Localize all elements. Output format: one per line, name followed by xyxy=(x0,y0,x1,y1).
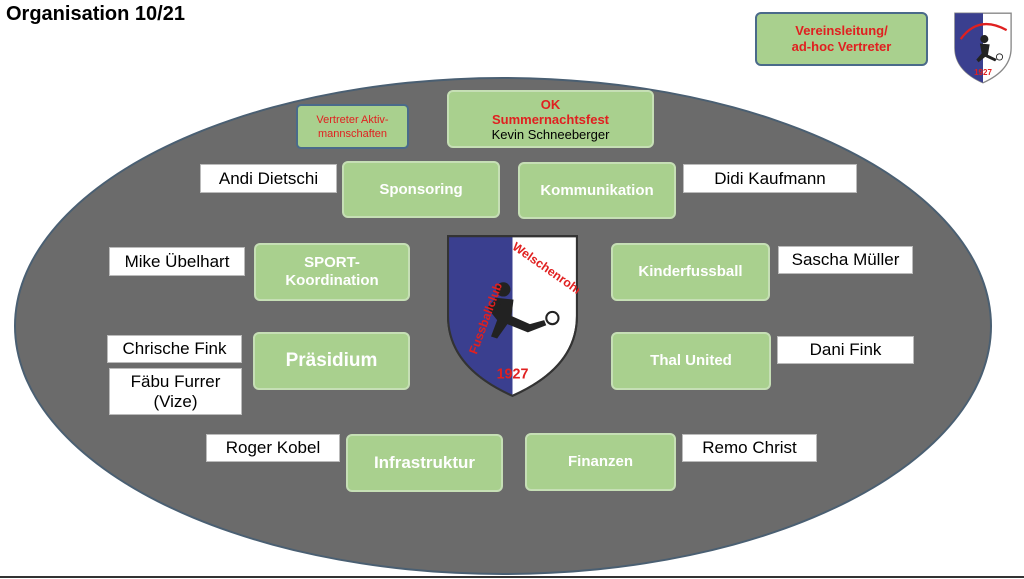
club-crest-small-icon: 1927 xyxy=(954,12,1012,84)
name-faebu-line2: (Vize) xyxy=(153,391,198,411)
name-faebu-line1: Fäbu Furrer xyxy=(130,371,221,391)
club-crest-icon: Fussballclub Welschenrohr 1927 xyxy=(447,235,579,397)
svg-text:1927: 1927 xyxy=(497,366,529,382)
name-chrische-fink: Chrische Fink xyxy=(107,335,242,363)
name-andi-text: Andi Dietschi xyxy=(218,168,319,188)
infrastruktur-box: Infrastruktur xyxy=(346,434,503,492)
ok-line3: Kevin Schneeberger xyxy=(491,126,610,142)
praesidium-box: Präsidium xyxy=(253,332,410,390)
sponsoring-label: Sponsoring xyxy=(379,180,463,198)
thal-united-label: Thal United xyxy=(650,352,732,369)
name-andi-dietschi: Andi Dietschi xyxy=(200,164,337,193)
legend-line2: ad-hoc Vertreter xyxy=(791,39,892,54)
name-faebu-furrer: Fäbu Furrer (Vize) xyxy=(109,368,242,415)
ok-summernachtsfest-box: OK Summernachtsfest Kevin Schneeberger xyxy=(447,90,654,148)
svg-text:1927: 1927 xyxy=(974,68,992,77)
ok-line2: Summernachtsfest xyxy=(491,111,610,127)
praesidium-label: Präsidium xyxy=(285,350,378,371)
name-roger-text: Roger Kobel xyxy=(225,438,321,457)
name-dani-fink: Dani Fink xyxy=(777,336,914,364)
kommunikation-box: Kommunikation xyxy=(518,162,676,219)
sport-koordination-box: SPORT- Koordination xyxy=(254,243,410,301)
name-mike-text: Mike Übelhart xyxy=(124,251,230,271)
name-sascha-text: Sascha Müller xyxy=(791,250,900,269)
sport-label-line1: SPORT- xyxy=(304,254,360,271)
legend-line1: Vereinsleitung/ xyxy=(795,23,888,38)
name-remo-christ: Remo Christ xyxy=(682,434,817,462)
bottom-divider xyxy=(0,576,1024,578)
infrastruktur-label: Infrastruktur xyxy=(373,453,476,472)
kommunikation-label: Kommunikation xyxy=(540,181,654,199)
legend-box: Vereinsleitung/ ad-hoc Vertreter xyxy=(755,12,928,66)
kinderfussball-label: Kinderfussball xyxy=(638,263,743,280)
vertreter-aktivmannschaften-box: Vertreter Aktiv- mannschaften xyxy=(296,104,409,149)
vertreter-line1: Vertreter Aktiv- xyxy=(316,113,389,126)
kinderfussball-box: Kinderfussball xyxy=(611,243,770,301)
sponsoring-box: Sponsoring xyxy=(342,161,500,218)
vertreter-line2: mannschaften xyxy=(317,127,388,140)
thal-united-box: Thal United xyxy=(611,332,771,390)
name-sascha-mueller: Sascha Müller xyxy=(778,246,913,274)
name-chrische-text: Chrische Fink xyxy=(122,339,227,358)
sport-label-line2: Koordination xyxy=(285,272,379,289)
ok-line1: OK xyxy=(540,96,561,112)
name-mike-uebelhart: Mike Übelhart xyxy=(109,247,245,276)
page-title: Organisation 10/21 xyxy=(6,3,185,25)
finanzen-label: Finanzen xyxy=(567,453,633,470)
name-didi-kaufmann: Didi Kaufmann xyxy=(683,164,857,193)
name-dani-text: Dani Fink xyxy=(809,340,882,359)
name-remo-text: Remo Christ xyxy=(702,438,797,457)
finanzen-box: Finanzen xyxy=(525,433,676,491)
name-roger-kobel: Roger Kobel xyxy=(206,434,340,462)
name-didi-text: Didi Kaufmann xyxy=(714,168,826,188)
